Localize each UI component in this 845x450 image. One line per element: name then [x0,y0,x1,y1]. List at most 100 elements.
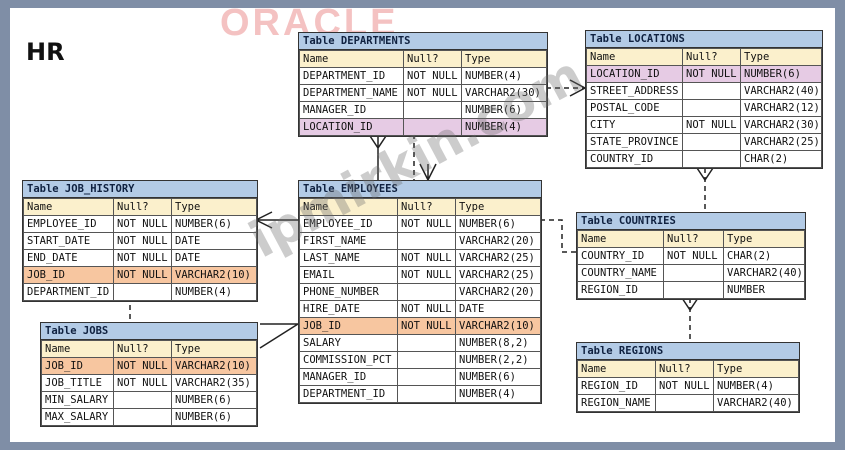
table-title: Table REGIONS [577,343,799,360]
column-nullable [663,264,724,282]
column-type: NUMBER(4) [461,67,547,85]
column-nullable [663,281,724,299]
column-type: NUMBER(6) [455,368,541,386]
column-name: STATE_PROVINCE [586,133,683,151]
relation-emp-jobhist [254,211,298,229]
header-column-nullable: Null? [403,50,462,68]
column-name: COUNTRY_NAME [577,264,664,282]
column-name: LOCATION_ID [586,65,683,83]
table-title: Table LOCATIONS [586,31,822,48]
column-nullable: NOT NULL [403,84,462,102]
header-column-type: Type [171,198,257,216]
header-column-name: Name [577,230,664,248]
column-name: REGION_ID [577,377,656,395]
table-row: COUNTRY_ID CHAR(2) [586,150,822,168]
column-type: VARCHAR2(35) [171,374,257,392]
column-name: JOB_ID [23,266,114,284]
column-nullable: NOT NULL [397,249,456,267]
header-column-name: Name [586,48,683,66]
column-nullable: NOT NULL [113,249,172,267]
column-type: VARCHAR2(10) [455,317,541,335]
column-nullable [403,118,462,136]
column-name: EMPLOYEE_ID [299,215,398,233]
header-column-nullable: Null? [113,340,172,358]
header-column-nullable: Null? [655,360,714,378]
column-name: DEPARTMENT_ID [23,283,114,301]
column-nullable [397,351,456,369]
column-type: NUMBER(6) [171,408,257,426]
column-name: JOB_TITLE [41,374,114,392]
header-column-type: Type [713,360,799,378]
column-type: VARCHAR2(25) [455,249,541,267]
column-name: COUNTRY_ID [586,150,683,168]
column-name: END_DATE [23,249,114,267]
column-name: POSTAL_CODE [586,99,683,117]
column-type: NUMBER(6) [171,215,257,233]
header-column-type: Type [461,50,547,68]
column-name: MANAGER_ID [299,101,404,119]
header-column-type: Type [171,340,257,358]
column-type: VARCHAR2(40) [723,264,805,282]
table-row: SALARY NUMBER(8,2) [299,334,541,352]
column-type: VARCHAR2(30) [740,116,822,134]
column-type: NUMBER(6) [461,101,547,119]
header-column-name: Name [577,360,656,378]
column-name: START_DATE [23,232,114,250]
column-name: CITY [586,116,683,134]
relation-emp-country [540,219,578,253]
header-column-type: Type [740,48,822,66]
column-nullable [397,283,456,301]
column-type: VARCHAR2(10) [171,266,257,284]
column-name: DEPARTMENT_ID [299,385,398,403]
column-name: MAX_SALARY [41,408,114,426]
header-column-name: Name [41,340,114,358]
column-type: NUMBER(6) [171,391,257,409]
column-name: DEPARTMENT_NAME [299,84,404,102]
relation-loc-country-crowfoot [696,167,714,182]
column-nullable: NOT NULL [397,317,456,335]
column-name: SALARY [299,334,398,352]
table-title: Table JOB_HISTORY [23,181,257,198]
column-type: VARCHAR2(25) [455,266,541,284]
column-name: PHONE_NUMBER [299,283,398,301]
column-type: NUMBER(8,2) [455,334,541,352]
column-name: EMAIL [299,266,398,284]
table-title: Table DEPARTMENTS [299,33,547,50]
column-type: NUMBER [723,281,805,299]
column-nullable [655,394,714,412]
column-nullable [403,101,462,119]
header-column-name: Name [23,198,114,216]
column-name: EMPLOYEE_ID [23,215,114,233]
column-nullable [682,99,741,117]
column-type: DATE [171,249,257,267]
column-type: CHAR(2) [740,150,822,168]
